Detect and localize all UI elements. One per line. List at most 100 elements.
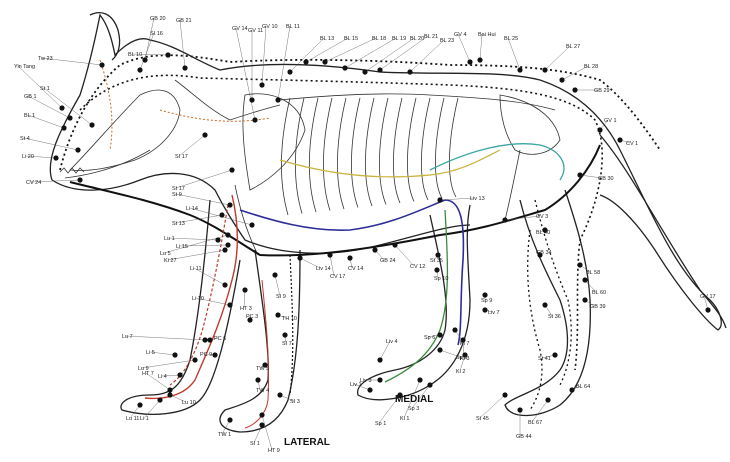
acupuncture-point	[77, 177, 82, 182]
leader-line	[168, 250, 225, 260]
skull	[70, 90, 180, 171]
point-label: St 17	[172, 186, 185, 192]
leader-line	[168, 238, 218, 240]
acupuncture-point	[207, 337, 212, 342]
point-label: SI 7	[282, 341, 292, 347]
acupuncture-point	[172, 352, 177, 357]
acupuncture-point	[542, 302, 547, 307]
acupuncture-point	[434, 267, 439, 272]
point-label: GV 4	[454, 32, 467, 38]
point-label: Li 10	[192, 296, 204, 302]
rib	[351, 98, 360, 208]
point-label: SI 17	[175, 154, 188, 160]
point-label: Lu 5	[160, 251, 171, 257]
point-label: BL 25	[504, 36, 518, 42]
acupuncture-point	[467, 59, 472, 64]
acupuncture-point	[552, 352, 557, 357]
acupuncture-point	[142, 57, 147, 62]
point-label: Sp 1	[375, 421, 386, 427]
acupuncture-point	[502, 217, 507, 222]
acupuncture-point	[287, 69, 292, 74]
point-label: HT 9	[268, 448, 280, 454]
acupuncture-point	[542, 67, 547, 72]
meridian-far-forelimb-dotted	[290, 255, 293, 395]
point-label: St 9	[172, 192, 182, 198]
point-label: SI 1	[250, 441, 260, 447]
point-label: Sp 3	[408, 406, 419, 412]
acupuncture-point	[437, 197, 442, 202]
point-label: TW 4	[256, 388, 269, 394]
acupuncture-point	[303, 59, 308, 64]
point-label: BL 21	[424, 34, 438, 40]
rib	[407, 98, 416, 202]
leader-line	[410, 40, 444, 72]
point-label: BL 27	[566, 44, 580, 50]
acupuncture-point	[437, 347, 442, 352]
leader-line	[508, 38, 520, 70]
rib	[309, 98, 318, 212]
point-label: Sp 5	[456, 355, 467, 361]
point-label: Liv 3	[360, 378, 372, 384]
point-label: St 45	[476, 416, 489, 422]
point-label: Li 20	[22, 154, 34, 160]
view-label-lateral: LATERAL	[284, 437, 330, 448]
femur	[505, 150, 520, 220]
rib-cage	[281, 98, 458, 215]
acupuncture-point	[277, 392, 282, 397]
point-label: CV 17	[330, 274, 345, 280]
acupuncture-point	[517, 67, 522, 72]
acupuncture-point	[569, 387, 574, 392]
rib	[379, 98, 388, 205]
acupuncture-point	[377, 357, 382, 362]
acupuncture-point	[597, 127, 602, 132]
acupuncture-point	[255, 377, 260, 382]
acupuncture-point	[202, 132, 207, 137]
point-label: GB 44	[516, 434, 532, 440]
point-label: GB 20	[150, 16, 166, 22]
acupuncture-point	[272, 272, 277, 277]
acupuncture-point	[577, 172, 582, 177]
view-label-medial: MEDIAL	[395, 394, 433, 405]
acupuncture-point	[219, 212, 224, 217]
point-label: GV 10	[262, 24, 278, 30]
leader-line	[126, 336, 205, 340]
point-label: BL 40	[536, 230, 550, 236]
acupuncture-point	[582, 277, 587, 282]
point-label: BL 28	[584, 64, 598, 70]
point-label: Liv 1	[350, 382, 362, 388]
rib	[435, 98, 444, 199]
rib	[323, 98, 332, 211]
acupuncture-point	[89, 122, 94, 127]
leader-line	[480, 395, 505, 418]
point-label: SI 16	[150, 31, 163, 37]
acupuncture-point	[452, 327, 457, 332]
point-label: Li 11	[190, 266, 202, 272]
acupuncture-point	[137, 67, 142, 72]
point-label: Yin Tang	[14, 64, 35, 70]
point-label: Liv 14	[316, 266, 331, 272]
acupuncture-point	[249, 97, 254, 102]
point-label: St 35	[430, 258, 443, 264]
point-label: BL 13	[320, 36, 334, 42]
point-label: St 1	[40, 86, 50, 92]
point-label: Ki 7	[460, 341, 469, 347]
thoracic-spine	[280, 94, 555, 110]
point-label: Sp 6	[424, 335, 435, 341]
acupuncture-point	[167, 387, 172, 392]
acupuncture-point	[392, 242, 397, 247]
acupuncture-point	[482, 292, 487, 297]
point-label: PC 6	[214, 336, 226, 342]
hind-leg-medial	[358, 205, 470, 400]
acupuncture-point	[437, 332, 442, 337]
point-label: Ki 2	[456, 369, 465, 375]
leader-line	[345, 38, 396, 68]
acupuncture-point	[222, 282, 227, 287]
leader-line	[180, 20, 185, 68]
point-label: BL 67	[528, 420, 542, 426]
point-label: GV 11	[248, 28, 263, 34]
point-labels: Yin TangGB 1BL 1Li 20CV 24St 4Tw 23St 1G…	[14, 16, 716, 454]
point-label: Ki 27	[164, 258, 177, 264]
acupuncture-point	[297, 255, 302, 260]
